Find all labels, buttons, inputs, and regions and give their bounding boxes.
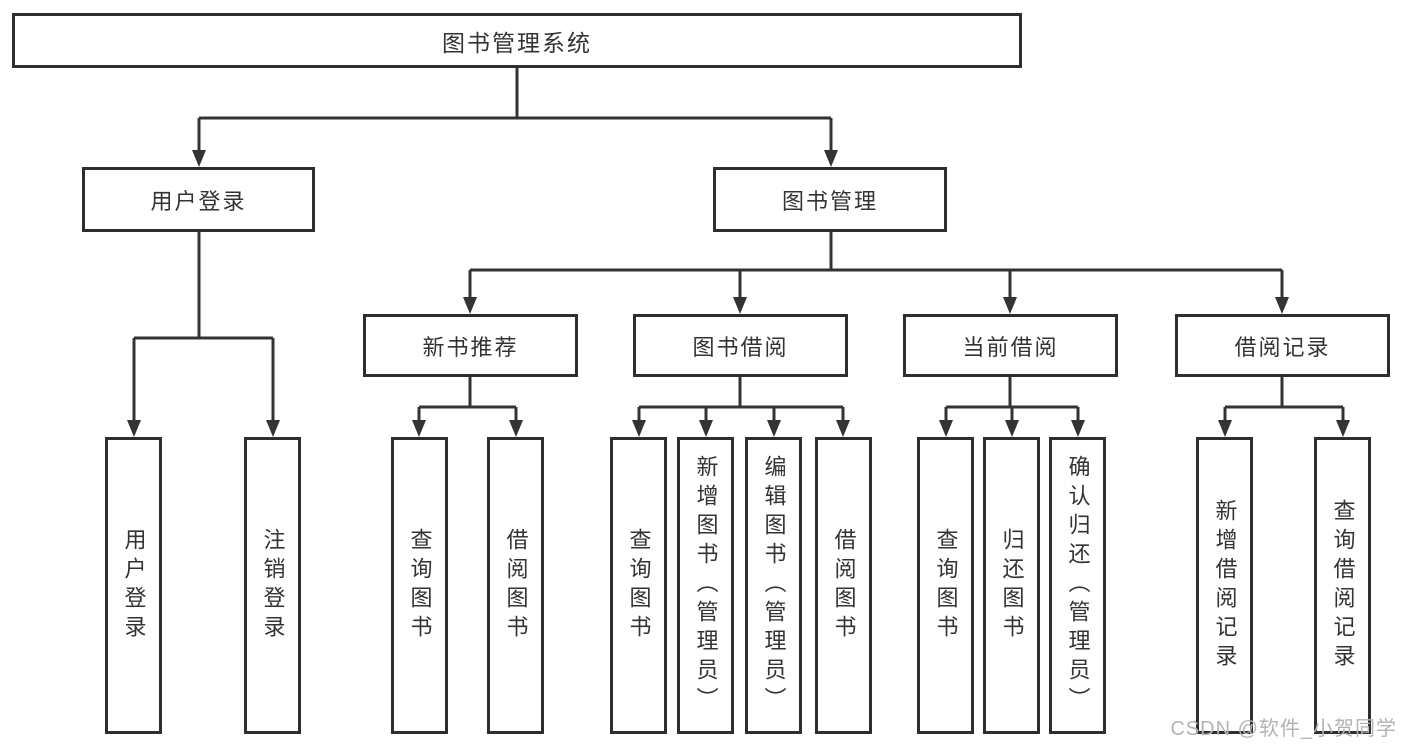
node-library-management-system: 图书管理系统 <box>12 13 1022 68</box>
connector-borrowing-records-branch <box>1223 377 1345 422</box>
arrowhead <box>1275 297 1289 314</box>
node-label: 归还图书 <box>999 527 1025 644</box>
node-label: 确认归还（管理员） <box>1065 455 1091 716</box>
arrowhead <box>824 150 838 167</box>
node-label: 当前借阅 <box>962 334 1059 360</box>
arrowhead <box>836 420 850 437</box>
node-label: 新增借阅记录 <box>1212 498 1238 673</box>
node-label: 编辑图书（管理员） <box>761 455 787 716</box>
arrowhead <box>733 297 747 314</box>
node-book-management: 图书管理 <box>713 167 947 232</box>
node-leaf-return-book: 归还图书 <box>983 437 1040 734</box>
arrowhead <box>767 420 781 437</box>
arrowhead <box>266 420 280 437</box>
node-label: 借阅图书 <box>503 527 529 644</box>
node-new-book-recommendation: 新书推荐 <box>363 314 578 377</box>
node-label: 借阅记录 <box>1234 334 1331 360</box>
node-leaf-confirm-return-admin: 确认归还（管理员） <box>1049 437 1106 734</box>
node-leaf-borrow-books-1: 借阅图书 <box>487 437 544 734</box>
connector-book-management-branch <box>468 232 1284 299</box>
connector-current-borrowing-branch <box>944 377 1080 422</box>
node-label: 图书管理 <box>781 188 878 214</box>
arrowhead <box>192 150 206 167</box>
node-leaf-user-login: 用户登录 <box>105 437 162 734</box>
arrowhead <box>412 420 426 437</box>
node-label: 借阅图书 <box>831 527 857 644</box>
node-leaf-query-books-3: 查询图书 <box>917 437 974 734</box>
connector-new-books-branch <box>417 377 518 422</box>
arrowhead <box>1071 420 1085 437</box>
node-leaf-logout: 注销登录 <box>244 437 301 734</box>
node-leaf-query-borrow-record: 查询借阅记录 <box>1314 437 1371 734</box>
arrowhead <box>1336 420 1350 437</box>
arrowhead <box>632 420 646 437</box>
node-label: 查询图书 <box>933 527 959 644</box>
node-leaf-borrow-books-2: 借阅图书 <box>815 437 872 734</box>
node-leaf-add-book-admin: 新增图书（管理员） <box>677 437 734 734</box>
arrowhead <box>1218 420 1232 437</box>
node-leaf-query-books-1: 查询图书 <box>391 437 448 734</box>
node-label: 新书推荐 <box>422 334 519 360</box>
csdn-watermark: CSDN @软件_小贺同学 <box>1170 718 1397 740</box>
node-leaf-query-books-2: 查询图书 <box>610 437 667 734</box>
connector-user-login-branch <box>132 232 275 422</box>
connector-book-borrowing-branch <box>637 377 845 422</box>
node-label: 新增图书（管理员） <box>693 455 719 716</box>
arrowhead <box>509 420 523 437</box>
node-label: 查询图书 <box>626 527 652 644</box>
arrowhead <box>127 420 141 437</box>
node-book-borrowing: 图书借阅 <box>633 314 848 377</box>
arrowhead <box>939 420 953 437</box>
node-label: 查询图书 <box>407 527 433 644</box>
node-label: 查询借阅记录 <box>1330 498 1356 673</box>
node-label: 图书管理系统 <box>442 29 592 56</box>
node-label: 用户登录 <box>121 527 147 644</box>
arrowhead <box>1003 297 1017 314</box>
node-label: 用户登录 <box>150 188 247 214</box>
node-leaf-edit-book-admin: 编辑图书（管理员） <box>745 437 802 734</box>
arrowhead <box>463 297 477 314</box>
node-label: 图书借阅 <box>692 334 789 360</box>
node-user-login: 用户登录 <box>82 167 315 232</box>
node-current-borrowing: 当前借阅 <box>903 314 1118 377</box>
connector-root-branch <box>197 68 833 152</box>
node-leaf-add-borrow-record: 新增借阅记录 <box>1196 437 1253 734</box>
arrowhead <box>1005 420 1019 437</box>
node-label: 注销登录 <box>260 527 286 644</box>
node-borrowing-records: 借阅记录 <box>1175 314 1390 377</box>
arrowhead <box>699 420 713 437</box>
